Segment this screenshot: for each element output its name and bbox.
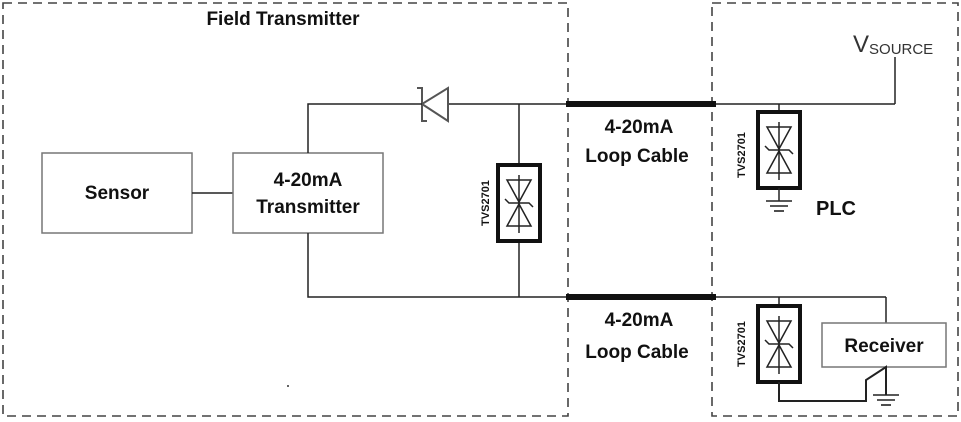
stray-dot (287, 385, 289, 387)
transmitter-box (232, 152, 384, 234)
field-transmitter-enclosure (2, 2, 569, 417)
vsource-label: VSOURCE (853, 31, 933, 58)
tvs-field-label: TVS2701 (480, 180, 492, 226)
cable-bottom-line1: 4-20mA (605, 310, 674, 331)
tvs-field-symbol (496, 163, 542, 243)
zener-diode (415, 86, 449, 123)
receiver-box (821, 322, 947, 368)
field-transmitter-title: Field Transmitter (206, 9, 360, 30)
ground-icon-receiver (873, 394, 899, 406)
plc-enclosure (711, 2, 959, 417)
receiver-label: Receiver (844, 336, 924, 357)
cable-top-line2: Loop Cable (585, 146, 688, 167)
tvs-receiver-label: TVS2701 (736, 321, 748, 367)
top-loop-wire-left (307, 103, 415, 153)
ground-icon-plc (766, 200, 792, 212)
cable-bottom-line2: Loop Cable (585, 342, 688, 363)
cable-top-line1: 4-20mA (605, 117, 674, 138)
transmitter-label-line2: Transmitter (256, 197, 360, 218)
sensor-label: Sensor (85, 183, 150, 204)
transmitter-label-line1: 4-20mA (274, 170, 343, 191)
plc-label: PLC (816, 198, 856, 220)
ground-return-wire (778, 365, 887, 402)
tvs-plc-symbol (756, 110, 802, 190)
bottom-loop-wire-left (307, 233, 568, 298)
tvs-receiver-symbol (756, 304, 802, 384)
sensor-box (41, 152, 193, 234)
tvs-plc-label: TVS2701 (736, 132, 748, 178)
